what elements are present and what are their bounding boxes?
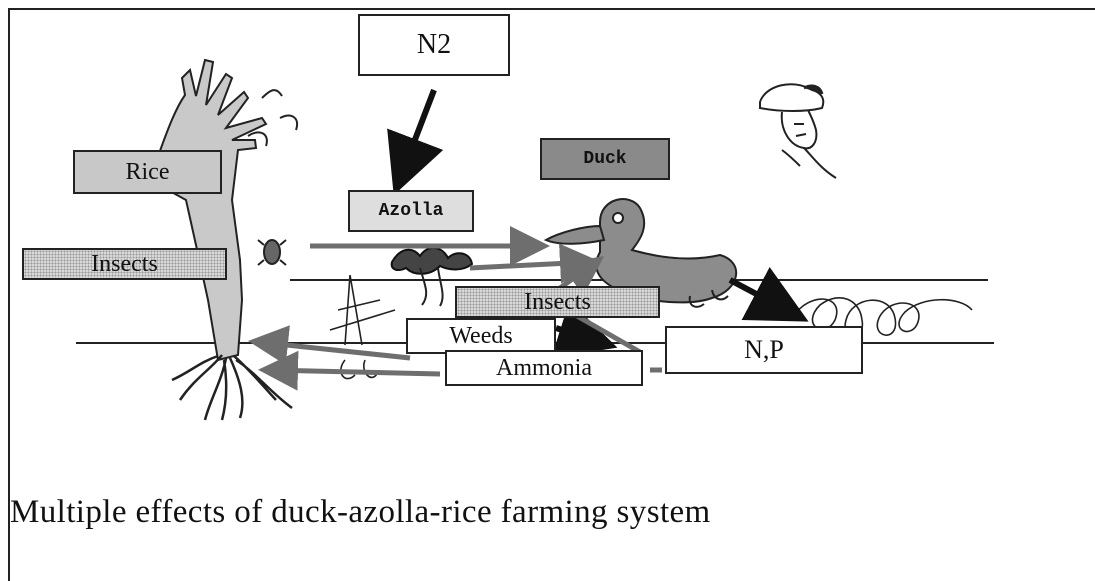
diagram-caption: Multiple effects of duck-azolla-rice far… — [10, 494, 1090, 531]
arrow-duck-to-droppings — [730, 280, 798, 316]
rice-label-box: Rice — [73, 150, 222, 194]
insects-label-box-left: Insects — [22, 248, 227, 280]
np-label-box: N,P — [665, 326, 863, 374]
insect-icon — [258, 240, 286, 265]
farmer-icon — [760, 84, 836, 178]
arrow-insects-to-duck-2 — [560, 262, 596, 288]
rice-plant-icon — [150, 60, 297, 420]
arrow-n2-to-azolla — [398, 90, 434, 184]
azolla-label-box: Azolla — [348, 190, 474, 232]
arrow-weeds-to-rice — [258, 342, 410, 358]
weeds-label-box: Weeds — [406, 318, 556, 354]
duck-label-box: Duck — [540, 138, 670, 180]
weeds-icon — [330, 275, 395, 379]
insects-label-box-middle: Insects — [455, 286, 660, 318]
arrow-azolla-to-duck — [470, 262, 590, 268]
ammonia-label-box: Ammonia — [445, 350, 643, 386]
arrow-ammonia-to-roots — [268, 370, 440, 374]
n2-label-box: N2 — [358, 14, 510, 76]
